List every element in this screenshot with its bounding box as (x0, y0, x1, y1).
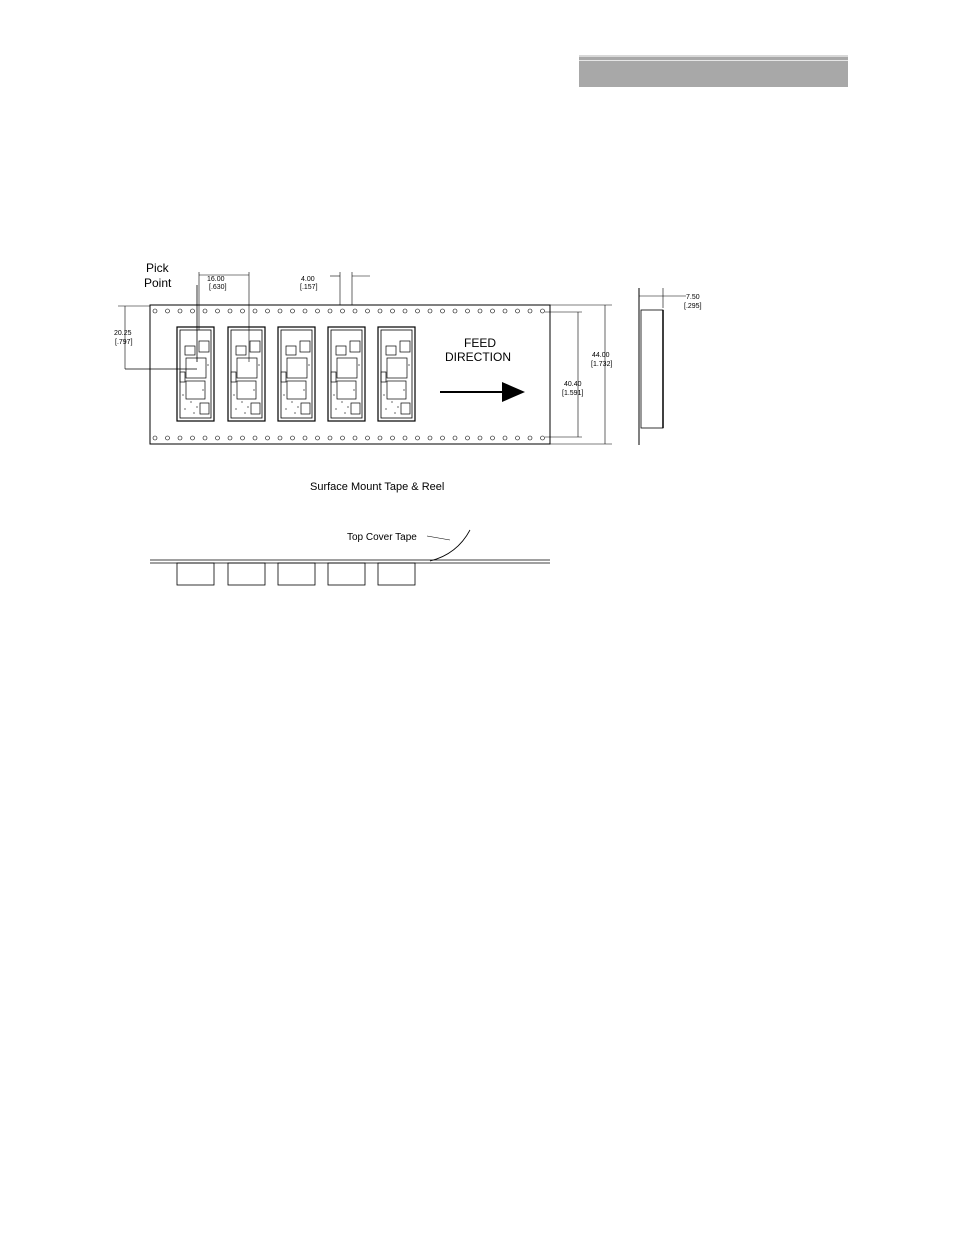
component (278, 327, 315, 421)
sprocket-hole (278, 309, 282, 313)
sprocket-hole (403, 436, 407, 440)
width-dim-inch: [1.732] (591, 361, 612, 368)
sprocket-hole (366, 436, 370, 440)
pocket-profile (228, 563, 265, 585)
sprocket-hole (191, 436, 195, 440)
sprocket-hole (266, 309, 270, 313)
sprocket-hole (341, 436, 345, 440)
sprocket-hole (328, 309, 332, 313)
sprocket-dim: 4.00 (301, 276, 315, 283)
cover-tape-label: Top Cover Tape (347, 532, 417, 543)
sprocket-hole (528, 309, 532, 313)
sprocket-hole (491, 436, 495, 440)
sprocket-hole (203, 436, 207, 440)
sprocket-dim-inch: [.157] (300, 284, 318, 291)
pick-point-label-2: Point (144, 276, 172, 290)
sprocket-hole (253, 309, 257, 313)
sprocket-hole (316, 436, 320, 440)
inner-dim: 40.40 (564, 381, 582, 388)
sprocket-hole (378, 436, 382, 440)
feed-label: FEED (464, 336, 496, 350)
sprocket-hole (428, 309, 432, 313)
sprocket-hole (453, 309, 457, 313)
sprocket-hole (353, 436, 357, 440)
depth-dim: 7.50 (686, 294, 700, 301)
sprocket-hole (291, 436, 295, 440)
sprocket-hole (303, 436, 307, 440)
component (177, 327, 214, 421)
sprocket-hole (216, 436, 220, 440)
sprocket-hole (491, 309, 495, 313)
cross-section-pockets (177, 563, 415, 585)
sprocket-hole (503, 436, 507, 440)
sprocket-hole (303, 309, 307, 313)
sprocket-hole (466, 309, 470, 313)
sprocket-hole (453, 436, 457, 440)
offset-dim: 20.25 (114, 330, 132, 337)
sprocket-hole (403, 309, 407, 313)
sprocket-hole (366, 309, 370, 313)
sprocket-hole (341, 309, 345, 313)
sprocket-hole (378, 309, 382, 313)
depth-dim-inch: [.295] (684, 303, 702, 310)
sprocket-hole (178, 436, 182, 440)
sprocket-hole (516, 309, 520, 313)
sprocket-hole (216, 309, 220, 313)
sprocket-hole (541, 436, 545, 440)
component (328, 327, 365, 421)
sprocket-hole (353, 309, 357, 313)
direction-label: DIRECTION (445, 350, 511, 364)
sprocket-hole (241, 436, 245, 440)
pocket-profile (378, 563, 415, 585)
sprocket-hole (441, 436, 445, 440)
pocket-profile (328, 563, 365, 585)
pocket-profile (278, 563, 315, 585)
component (378, 327, 415, 421)
pitch-dim-inch: [.630] (209, 284, 227, 291)
sprocket-hole (153, 436, 157, 440)
sprocket-hole (166, 309, 170, 313)
sprocket-hole (391, 436, 395, 440)
sprocket-hole (541, 309, 545, 313)
sprocket-hole (391, 309, 395, 313)
sprocket-hole (516, 436, 520, 440)
sprocket-hole (291, 309, 295, 313)
sprocket-hole (416, 309, 420, 313)
sprocket-hole (153, 309, 157, 313)
sprocket-hole (428, 436, 432, 440)
sprocket-hole (266, 436, 270, 440)
sprocket-hole (241, 309, 245, 313)
inner-dim-inch: [1.591] (562, 390, 583, 397)
sprocket-hole (528, 436, 532, 440)
component-pockets (177, 327, 415, 421)
sprocket-hole (228, 309, 232, 313)
sprocket-hole (253, 436, 257, 440)
sprocket-hole (178, 309, 182, 313)
sprocket-hole (166, 436, 170, 440)
sprocket-hole (228, 436, 232, 440)
sprocket-hole (503, 309, 507, 313)
sprocket-hole (478, 309, 482, 313)
width-dim: 44.00 (592, 352, 610, 359)
offset-dim-inch: [.797] (115, 339, 133, 346)
component (228, 327, 265, 421)
sprocket-hole (416, 436, 420, 440)
pocket-profile (177, 563, 214, 585)
sprocket-hole (278, 436, 282, 440)
sprocket-hole (203, 309, 207, 313)
pitch-dim: 16.00 (207, 276, 225, 283)
sprocket-hole (316, 309, 320, 313)
sprocket-hole (466, 436, 470, 440)
sprocket-holes (153, 309, 545, 440)
sprocket-hole (478, 436, 482, 440)
pick-point-label: Pick (146, 261, 170, 275)
sprocket-hole (328, 436, 332, 440)
figure-caption: Surface Mount Tape & Reel (310, 481, 444, 493)
sprocket-hole (441, 309, 445, 313)
sprocket-hole (191, 309, 195, 313)
carrier-tape (150, 305, 550, 444)
